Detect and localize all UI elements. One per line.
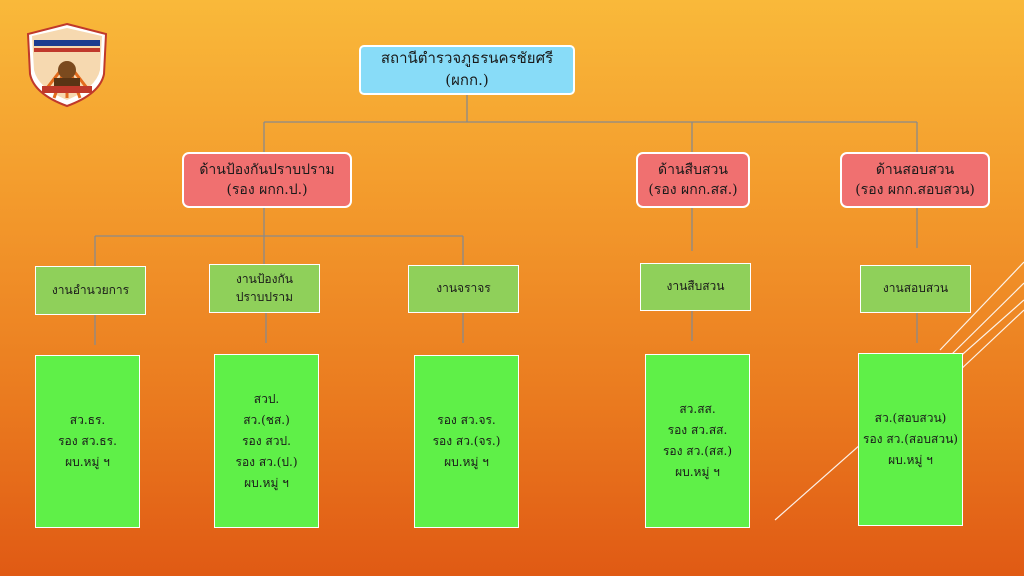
division-inquiry-box: ด้านสอบสวน (รอง ผกก.สอบสวน) bbox=[840, 152, 990, 208]
division-name: ด้านสืบสวน bbox=[658, 161, 728, 178]
staff-line: สว.สส. bbox=[679, 402, 716, 416]
staff-line: รอง สว.จร. bbox=[437, 413, 496, 427]
unit-name-line2: ปราบปราม bbox=[235, 289, 294, 304]
division-name: ด้านป้องกันปราบปราม bbox=[199, 161, 335, 178]
staff-line: ผบ.หมู่ ฯ bbox=[888, 453, 933, 467]
staff-line: รอง สว.(ป.) bbox=[235, 454, 298, 469]
staff-line: สวป. bbox=[253, 391, 280, 406]
unit-name: งานป้องกัน bbox=[236, 272, 293, 287]
staff-inquiry-box: สว.(สอบสวน) รอง สว.(สอบสวน) ผบ.หมู่ ฯ bbox=[858, 353, 963, 526]
unit-name: งานสืบสวน bbox=[666, 279, 725, 294]
unit-name: งานสอบสวน bbox=[882, 281, 949, 296]
staff-line: รอง สว.(สอบสวน) bbox=[863, 432, 958, 446]
police-shield-logo bbox=[24, 22, 110, 112]
division-head: (รอง ผกก.สอบสวน) bbox=[855, 182, 975, 198]
unit-inquiry-box: งานสอบสวน bbox=[860, 265, 971, 313]
station-head-box: สถานีตำรวจภูธรนครชัยศรี (ผกก.) bbox=[359, 45, 575, 95]
division-prevention-box: ด้านป้องกันปราบปราม (รอง ผกก.ป.) bbox=[182, 152, 352, 208]
staff-line: ผบ.หมู่ ฯ bbox=[444, 455, 489, 469]
unit-prevention-box: งานป้องกัน ปราบปราม bbox=[209, 264, 320, 313]
staff-line: สว.(สอบสวน) bbox=[874, 411, 947, 425]
staff-line: รอง สว.(สส.) bbox=[662, 444, 733, 458]
staff-prevention-box: สวป. สว.(ชส.) รอง สวป. รอง สว.(ป.) ผบ.หม… bbox=[214, 354, 319, 528]
staff-line: รอง สว.ธร. bbox=[58, 434, 117, 448]
unit-traffic-box: งานจราจร bbox=[408, 265, 519, 313]
staff-line: สว.ธร. bbox=[69, 413, 106, 427]
division-investigation-box: ด้านสืบสวน (รอง ผกก.สส.) bbox=[636, 152, 750, 208]
staff-line: สว.(ชส.) bbox=[243, 412, 290, 427]
unit-administration-box: งานอำนวยการ bbox=[35, 266, 146, 315]
staff-administration-box: สว.ธร. รอง สว.ธร. ผบ.หมู่ ฯ bbox=[35, 355, 140, 528]
staff-investigation-box: สว.สส. รอง สว.สส. รอง สว.(สส.) ผบ.หมู่ ฯ bbox=[645, 354, 750, 528]
division-name: ด้านสอบสวน bbox=[875, 161, 955, 178]
staff-line: ผบ.หมู่ ฯ bbox=[675, 465, 720, 479]
staff-traffic-box: รอง สว.จร. รอง สว.(จร.) ผบ.หมู่ ฯ bbox=[414, 355, 519, 528]
staff-line: รอง สวป. bbox=[242, 433, 291, 448]
staff-line: รอง สว.สส. bbox=[667, 423, 728, 437]
shield-icon bbox=[26, 22, 108, 108]
station-head-title: (ผกก.) bbox=[445, 71, 489, 89]
station-name: สถานีตำรวจภูธรนครชัยศรี bbox=[380, 49, 554, 68]
staff-line: ผบ.หมู่ ฯ bbox=[65, 455, 110, 469]
division-head: (รอง ผกก.สส.) bbox=[648, 182, 738, 198]
unit-name: งานอำนวยการ bbox=[51, 282, 130, 297]
unit-investigation-box: งานสืบสวน bbox=[640, 263, 751, 311]
division-head: (รอง ผกก.ป.) bbox=[226, 182, 308, 198]
staff-line: รอง สว.(จร.) bbox=[432, 434, 501, 448]
staff-line: ผบ.หมู่ ฯ bbox=[244, 475, 289, 490]
unit-name: งานจราจร bbox=[436, 281, 491, 296]
